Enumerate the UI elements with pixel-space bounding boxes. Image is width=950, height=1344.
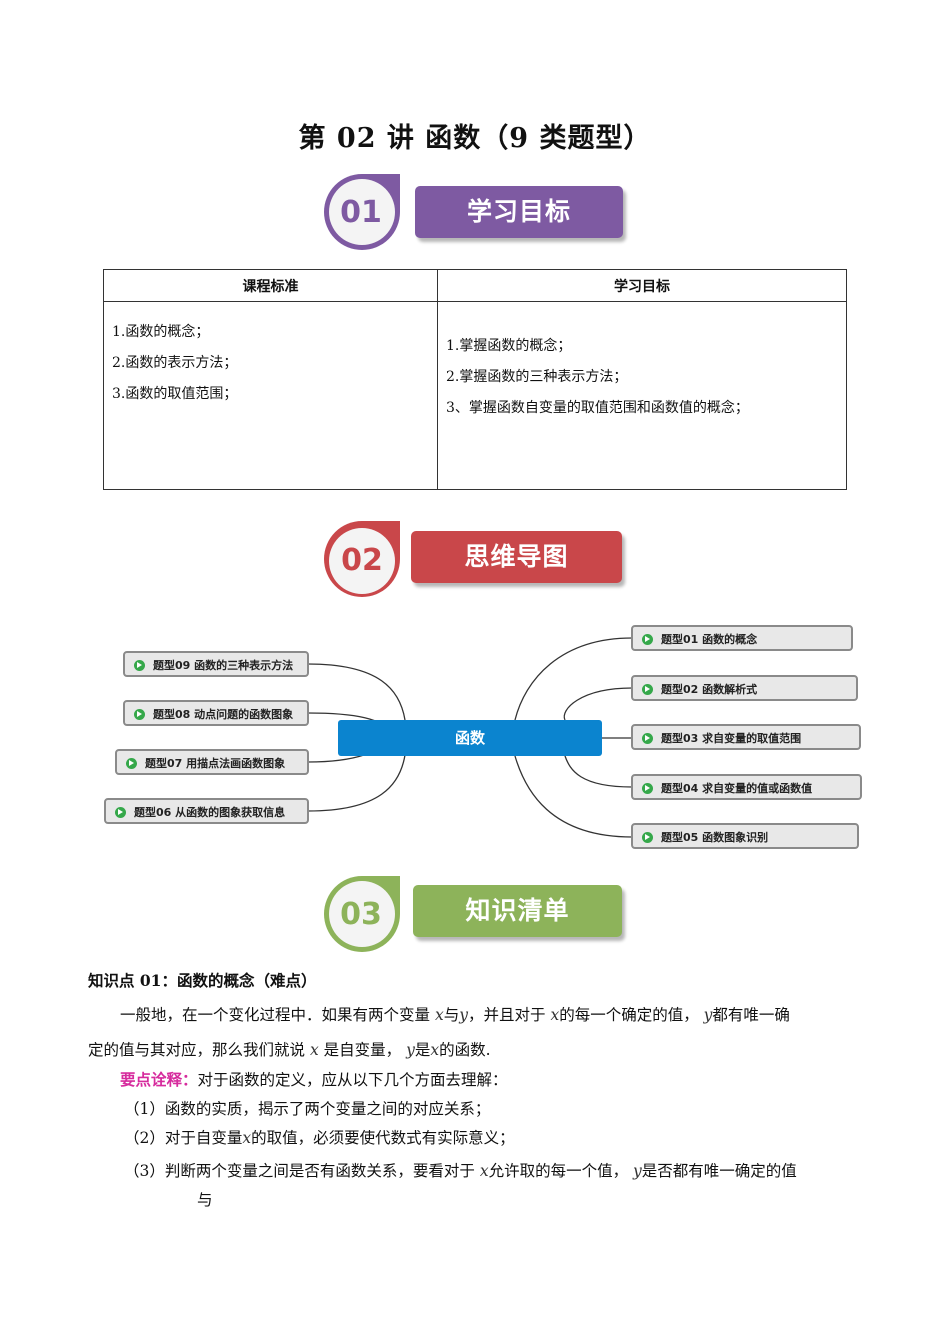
mindmap-node: 题型04 求自变量的值或函数值: [631, 774, 862, 800]
section-badge-icon: [324, 521, 400, 597]
arrow-icon: [134, 660, 145, 671]
text: 的取值，必须要使代数式有实际意义；: [251, 1129, 515, 1147]
text: 对于函数的定义，应从以下几个方面去理解：: [197, 1071, 508, 1089]
note-label: 要点诠释：: [120, 1070, 198, 1089]
section-number: 01: [340, 195, 382, 230]
variable-y: y: [459, 1006, 468, 1024]
section-bar: 知识清单: [413, 885, 622, 937]
variable-x: x: [309, 1041, 319, 1059]
arrow-icon: [126, 758, 137, 769]
node-label: 题型01 函数的概念: [661, 633, 758, 646]
arrow-icon: [642, 733, 653, 744]
note-item-2: （2）对于自变量x的取值，必须要使代数式有实际意义；: [124, 1126, 515, 1148]
node-label: 题型08 动点问题的函数图象: [153, 708, 294, 721]
text: 的函数.: [439, 1041, 491, 1059]
section-badge-icon: [324, 876, 400, 952]
node-label: 题型06 从函数的图象获取信息: [134, 806, 286, 819]
variable-x: x: [434, 1006, 444, 1024]
list-item: 2.掌握函数的三种表示方法；: [446, 369, 628, 385]
mindmap-node: 题型07 用描点法画函数图象: [115, 749, 309, 775]
node-label: 题型09 函数的三种表示方法: [153, 659, 294, 672]
note-item-1: （1）函数的实质，揭示了两个变量之间的对应关系；: [124, 1100, 491, 1118]
table-header: 学习目标: [437, 269, 847, 302]
text: 是自变量，: [323, 1041, 402, 1059]
variable-x: x: [430, 1041, 440, 1059]
variable-x: x: [479, 1162, 489, 1180]
mindmap-node: 题型03 求自变量的取值范围: [631, 724, 861, 750]
text: ，并且对于: [467, 1006, 546, 1024]
list-item: 1.函数的概念；: [112, 324, 210, 340]
text: 定的值与其对应，那么我们就说: [88, 1041, 306, 1059]
text: 一般地，在一个变化过程中．如果有两个变量: [120, 1006, 431, 1024]
section-number: 02: [341, 543, 383, 578]
section-number: 03: [340, 897, 382, 932]
mindmap-node: 题型08 动点问题的函数图象: [123, 700, 309, 726]
text: （2）对于自变量: [124, 1129, 243, 1147]
table-header: 课程标准: [103, 269, 438, 302]
learning-goal-cell: 1.掌握函数的概念； 2.掌握函数的三种表示方法； 3、掌握函数自变量的取值范围…: [437, 301, 847, 490]
goals-table: 课程标准 学习目标 1.函数的概念； 2.函数的表示方法； 3.函数的取值范围；…: [103, 269, 847, 490]
knowledge-heading: 知识点 01：函数的概念（难点）: [88, 971, 317, 990]
node-label: 题型02 函数解析式: [661, 683, 758, 696]
section-bar: 学习目标: [415, 186, 623, 238]
text: 是否都有唯一确定的值: [641, 1162, 797, 1180]
node-label: 题型03 求自变量的取值范围: [661, 732, 802, 745]
note-item-3-continued: 与: [197, 1191, 213, 1209]
section-badge-icon: [324, 174, 400, 250]
text: 是: [414, 1041, 431, 1059]
arrow-icon: [642, 783, 653, 794]
mindmap-node: 题型06 从函数的图象获取信息: [104, 798, 309, 824]
arrow-icon: [134, 709, 145, 720]
text: 的每一个确定的值，: [559, 1006, 699, 1024]
mindmap-node: 题型05 函数图象识别: [631, 823, 859, 849]
definition-line-1: 一般地，在一个变化过程中．如果有两个变量 x与y，并且对于 x的每一个确定的值，…: [120, 1003, 880, 1025]
node-label: 题型04 求自变量的值或函数值: [661, 782, 813, 795]
mindmap-node: 题型01 函数的概念: [631, 625, 853, 651]
variable-x: x: [242, 1129, 252, 1147]
mindmap-center-node: 函数: [338, 720, 602, 756]
variable-y: y: [633, 1162, 642, 1180]
mindmap-node: 题型09 函数的三种表示方法: [123, 651, 309, 677]
mindmap-node: 题型02 函数解析式: [631, 675, 858, 701]
variable-y: y: [703, 1006, 713, 1024]
note-item-3: （3）判断两个变量之间是否有函数关系，要看对于 x允许取的每一个值， y是否都有…: [124, 1159, 869, 1181]
arrow-icon: [642, 832, 653, 843]
variable-x: x: [550, 1006, 560, 1024]
text: 都有唯一确: [712, 1006, 790, 1024]
list-item: 3.函数的取值范围；: [112, 386, 238, 402]
node-label: 题型05 函数图象识别: [661, 831, 769, 844]
list-item: 2.函数的表示方法；: [112, 355, 238, 371]
arrow-icon: [115, 807, 126, 818]
text: 与: [443, 1006, 460, 1024]
list-item: 3、掌握函数自变量的取值范围和函数值的概念；: [446, 400, 749, 416]
course-standard-cell: 1.函数的概念； 2.函数的表示方法； 3.函数的取值范围；: [103, 301, 438, 490]
text: （3）判断两个变量之间是否有函数关系，要看对于: [124, 1162, 475, 1180]
section-bar: 思维导图: [411, 531, 622, 583]
text: 允许取的每一个值，: [488, 1162, 629, 1180]
definition-line-2: 定的值与其对应，那么我们就说 x 是自变量， y是x的函数.: [88, 1038, 868, 1060]
arrow-icon: [642, 684, 653, 695]
variable-y: y: [406, 1041, 415, 1059]
page-title: 第 02 讲 函数（9 类题型）: [298, 123, 652, 154]
note-line: 要点诠释：对于函数的定义，应从以下几个方面去理解：: [120, 1068, 508, 1090]
list-item: 1.掌握函数的概念；: [446, 338, 572, 354]
arrow-icon: [642, 634, 653, 645]
node-label: 题型07 用描点法画函数图象: [145, 757, 286, 770]
